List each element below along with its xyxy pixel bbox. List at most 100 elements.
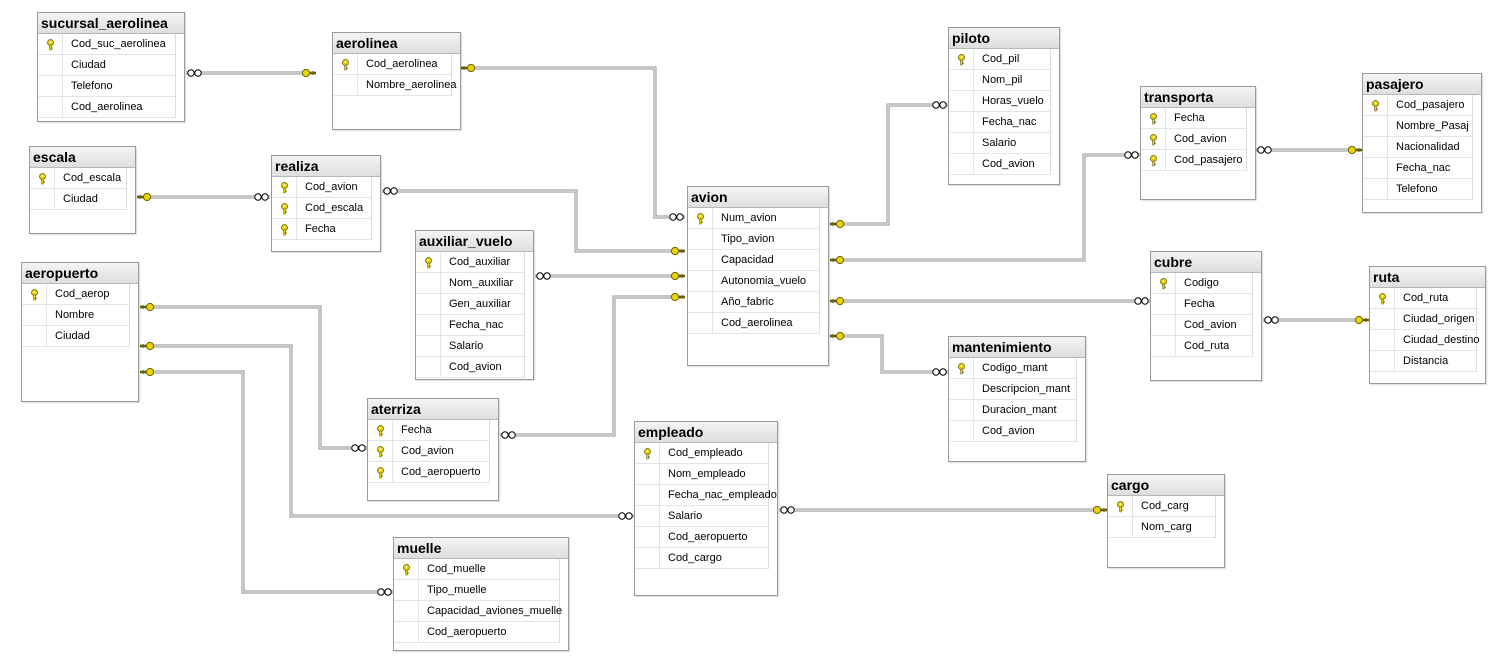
column-row[interactable]: Salario — [635, 506, 768, 527]
table-title[interactable]: piloto — [949, 28, 1059, 49]
column-row[interactable]: Nombre_Pasaj — [1363, 116, 1472, 137]
table-title[interactable]: aeropuerto — [22, 263, 138, 284]
column-row[interactable]: Fecha — [368, 420, 489, 441]
column-row[interactable]: Cod_escala — [30, 168, 126, 189]
column-row[interactable]: Cod_cargo — [635, 548, 768, 569]
table-title[interactable]: realiza — [272, 156, 380, 177]
relationship-avion-mantenimiento[interactable] — [830, 331, 948, 376]
column-row[interactable]: Salario — [949, 133, 1050, 154]
relationship-transporta-pasajero[interactable] — [1256, 145, 1362, 155]
column-row[interactable]: Fecha_nac — [416, 315, 524, 336]
column-row[interactable]: Cod_aerop — [22, 284, 129, 305]
table-title[interactable]: escala — [30, 147, 135, 168]
column-row[interactable]: Nacionalidad — [1363, 137, 1472, 158]
column-row[interactable]: Cod_pil — [949, 49, 1050, 70]
table-title[interactable]: transporta — [1141, 87, 1255, 108]
column-row[interactable]: Cod_carg — [1108, 496, 1215, 517]
column-row[interactable]: Nom_pil — [949, 70, 1050, 91]
column-row[interactable]: Cod_avion — [949, 421, 1076, 442]
column-row[interactable]: Fecha_nac_empleado — [635, 485, 777, 506]
relationship-escala-realiza[interactable] — [137, 192, 270, 202]
table-title[interactable]: aterriza — [368, 399, 498, 420]
column-row[interactable]: Cod_aerolinea — [38, 97, 175, 118]
relationship-aeropuerto-aterriza[interactable] — [140, 302, 367, 452]
column-row[interactable]: Codigo — [1151, 273, 1252, 294]
column-row[interactable]: Cod_ruta — [1370, 288, 1476, 309]
column-row[interactable]: Cod_avion — [416, 357, 524, 378]
relationship-realiza-avion[interactable] — [382, 187, 685, 256]
table-title[interactable]: auxiliar_vuelo — [416, 231, 533, 252]
table-title[interactable]: aerolinea — [333, 33, 460, 54]
column-row[interactable]: Fecha_nac — [1363, 158, 1472, 179]
relationship-aerolinea-avion[interactable] — [461, 63, 685, 221]
column-row[interactable]: Cod_aeropuerto — [394, 622, 559, 643]
column-row[interactable]: Cod_pasajero — [1141, 150, 1246, 171]
column-row[interactable]: Nom_empleado — [635, 464, 768, 485]
column-row[interactable]: Capacidad — [688, 250, 819, 271]
column-row[interactable]: Cod_avion — [368, 441, 489, 462]
column-row[interactable]: Tipo_avion — [688, 229, 819, 250]
table-title[interactable]: mantenimiento — [949, 337, 1085, 358]
relationship-auxiliar-vuelo-avion[interactable] — [535, 271, 685, 281]
column-row[interactable]: Nom_auxiliar — [416, 273, 524, 294]
relationship-sucursal-aerolinea-aerolinea[interactable] — [186, 68, 316, 78]
table-title[interactable]: cargo — [1108, 475, 1224, 496]
relationship-cubre-ruta[interactable] — [1263, 315, 1369, 325]
column-row[interactable]: Cod_aerolinea — [333, 54, 451, 75]
column-row[interactable]: Ciudad_destino — [1370, 330, 1479, 351]
column-row[interactable]: Cod_suc_aerolinea — [38, 34, 175, 55]
column-row[interactable]: Cod_muelle — [394, 559, 559, 580]
column-row[interactable]: Autonomia_vuelo — [688, 271, 819, 292]
column-row[interactable]: Salario — [416, 336, 524, 357]
column-row[interactable]: Telefono — [38, 76, 175, 97]
column-row[interactable]: Codigo_mant — [949, 358, 1076, 379]
relationship-empleado-cargo[interactable] — [779, 505, 1107, 515]
column-row[interactable]: Descripcion_mant — [949, 379, 1076, 400]
relationship-avion-transporta[interactable] — [830, 151, 1140, 265]
column-row[interactable]: Gen_auxiliar — [416, 294, 524, 315]
relationship-aterriza-avion[interactable] — [500, 292, 685, 439]
relationship-avion-piloto[interactable] — [830, 101, 948, 229]
table-title[interactable]: muelle — [394, 538, 568, 559]
table-title[interactable]: cubre — [1151, 252, 1261, 273]
column-row[interactable]: Cod_avion — [1151, 315, 1252, 336]
column-row[interactable]: Fecha — [1141, 108, 1246, 129]
column-row[interactable]: Cod_ruta — [1151, 336, 1252, 357]
column-row[interactable]: Num_avion — [688, 208, 819, 229]
column-row[interactable]: Fecha — [272, 219, 371, 240]
column-row[interactable]: Ciudad — [22, 326, 129, 347]
column-row[interactable]: Fecha_nac — [949, 112, 1050, 133]
table-title[interactable]: sucursal_aerolinea — [38, 13, 184, 34]
column-row[interactable]: Ciudad_origen — [1370, 309, 1476, 330]
table-title[interactable]: pasajero — [1363, 74, 1481, 95]
column-row[interactable]: Nombre_aerolinea — [333, 75, 457, 96]
column-row[interactable]: Tipo_muelle — [394, 580, 559, 601]
column-row[interactable]: Cod_avion — [272, 177, 371, 198]
column-row[interactable]: Distancia — [1370, 351, 1476, 372]
column-row[interactable]: Cod_aeropuerto — [635, 527, 768, 548]
column-row[interactable]: Cod_empleado — [635, 443, 768, 464]
column-row[interactable]: Cod_pasajero — [1363, 95, 1472, 116]
column-row[interactable]: Fecha — [1151, 294, 1252, 315]
column-row[interactable]: Telefono — [1363, 179, 1472, 200]
column-row[interactable]: Ciudad — [38, 55, 175, 76]
table-title[interactable]: ruta — [1370, 267, 1485, 288]
column-row[interactable]: Ciudad — [30, 189, 126, 210]
relationship-aeropuerto-muelle[interactable] — [140, 367, 393, 596]
column-row[interactable]: Capacidad_aviones_muelle — [394, 601, 562, 622]
column-row[interactable]: Cod_auxiliar — [416, 252, 524, 273]
